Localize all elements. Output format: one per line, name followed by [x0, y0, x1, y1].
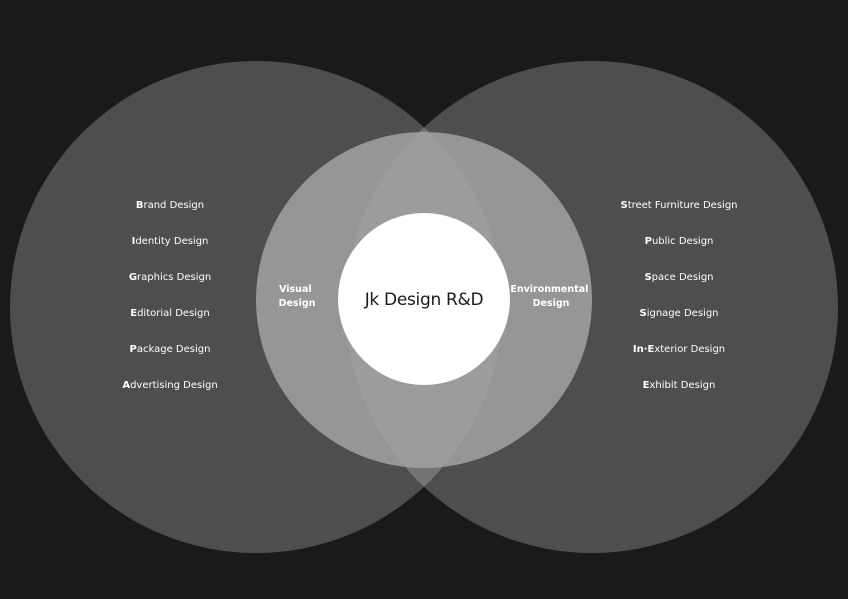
- visual-design-label: Visual Design: [279, 284, 316, 309]
- visual-item-initial: G: [129, 272, 137, 283]
- environmental-item-initial: S: [620, 200, 627, 211]
- visual-item: Identity Design: [132, 236, 209, 247]
- environmental-design-label-line: Environmental: [510, 284, 588, 295]
- visual-item: Graphics Design: [129, 272, 211, 283]
- environmental-item-initial: P: [645, 236, 652, 247]
- visual-item-rest: raphics Design: [137, 272, 211, 283]
- environmental-item-rest: ublic Design: [652, 236, 713, 247]
- environmental-item: Public Design: [645, 236, 714, 247]
- environmental-item-rest: xhibit Design: [650, 380, 716, 391]
- environmental-item-rest: ignage Design: [647, 308, 719, 319]
- visual-item-initial: P: [130, 344, 137, 355]
- environmental-design-label: Environmental Design: [510, 284, 591, 309]
- environmental-item: Signage Design: [640, 308, 719, 319]
- environmental-item-rest: xterior Design: [654, 344, 725, 355]
- center-circle: [338, 213, 510, 385]
- environmental-item-rest: pace Design: [652, 272, 714, 283]
- visual-design-label-line: Design: [279, 298, 316, 309]
- environmental-item-initial: In·E: [633, 344, 655, 355]
- visual-item-initial: B: [136, 200, 144, 211]
- visual-item-rest: ackage Design: [137, 344, 211, 355]
- visual-item: Package Design: [130, 344, 211, 355]
- environmental-item-initial: E: [643, 380, 650, 391]
- visual-item-initial: E: [130, 308, 137, 319]
- environmental-item-initial: S: [640, 308, 647, 319]
- environmental-item: In·Exterior Design: [633, 344, 725, 355]
- environmental-item: Exhibit Design: [643, 380, 716, 391]
- visual-design-label-line: Visual: [279, 284, 312, 295]
- environmental-item-initial: S: [644, 272, 651, 283]
- visual-item: Brand Design: [136, 200, 204, 211]
- environmental-design-label-line: Design: [533, 298, 570, 309]
- environmental-item: Street Furniture Design: [620, 200, 737, 211]
- environmental-item: Space Design: [644, 272, 713, 283]
- environmental-design-list: Street Furniture Design Public Design Sp…: [620, 200, 737, 391]
- visual-item: Advertising Design: [122, 380, 217, 391]
- environmental-item-rest: treet Furniture Design: [628, 200, 738, 211]
- visual-item-rest: rand Design: [143, 200, 204, 211]
- center-title: Jk Design R&D: [364, 290, 484, 310]
- visual-item-rest: dentity Design: [135, 236, 208, 247]
- visual-item-initial: I: [132, 236, 136, 247]
- visual-item-initial: A: [122, 380, 130, 391]
- visual-item-rest: ditorial Design: [137, 308, 210, 319]
- visual-item: Editorial Design: [130, 308, 210, 319]
- visual-design-list: Brand Design Identity Design Graphics De…: [122, 200, 217, 391]
- visual-item-rest: dvertising Design: [130, 380, 218, 391]
